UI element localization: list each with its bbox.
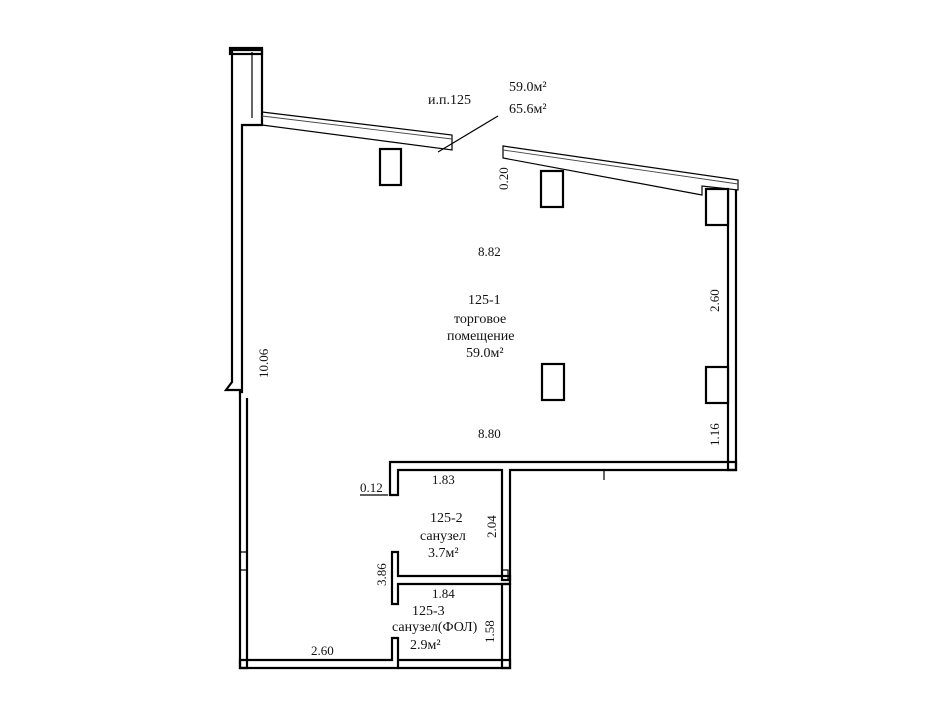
bottom-wall-right <box>398 658 512 670</box>
column <box>378 147 403 187</box>
walls <box>223 46 739 670</box>
dim-wc-depth: 2.04 <box>484 515 499 538</box>
room2-id: 125-2 <box>430 511 463 526</box>
left-wall-thick <box>223 48 264 394</box>
room1-id: 125-1 <box>468 293 501 308</box>
dim-right-upper: 2.60 <box>707 289 722 312</box>
column <box>540 362 566 402</box>
lower-right-jog <box>502 569 509 580</box>
dim-top-width: 8.82 <box>478 244 501 259</box>
room3-area: 2.9м² <box>410 638 441 653</box>
column <box>704 187 730 227</box>
room3-id: 125-3 <box>412 604 445 619</box>
top-right-wall <box>502 145 739 196</box>
left-wall-notch <box>240 551 248 571</box>
top-left-wall-inner <box>261 115 453 140</box>
dim-wc-total: 3.86 <box>374 563 389 586</box>
unit-label: и.п.125 <box>428 93 471 108</box>
middle-wall <box>388 460 738 582</box>
dim-fol-depth: 1.58 <box>482 620 497 643</box>
room1-area: 59.0м² <box>466 346 504 361</box>
dim-bottom-width: 2.60 <box>311 643 334 658</box>
area-main-label: 59.0м² <box>509 80 547 95</box>
dim-mid-width: 8.80 <box>478 426 501 441</box>
dim-stub: 0.12 <box>360 480 383 495</box>
bottom-wall <box>238 636 400 670</box>
lower-right-wall <box>500 582 512 670</box>
dim-left-height: 10.06 <box>256 348 271 378</box>
dim-right-lower: 1.16 <box>707 423 722 446</box>
leader-line <box>437 115 499 153</box>
room1-line1: торговое <box>454 312 506 327</box>
area-total-label: 65.6м² <box>509 102 547 117</box>
top-left-wall <box>261 111 453 151</box>
dim-wc-width: 1.83 <box>432 472 455 487</box>
room3-name: санузел(ФОЛ) <box>392 620 478 635</box>
room2-name: санузел <box>420 529 466 544</box>
right-wall <box>726 190 738 472</box>
dim-wall-offset: 0.20 <box>496 167 511 190</box>
column <box>539 169 565 209</box>
column <box>704 365 730 405</box>
columns <box>378 147 730 405</box>
top-right-wall-inner <box>502 149 739 185</box>
dim-fol-width: 1.84 <box>432 586 455 601</box>
room1-line2: помещение <box>447 329 515 344</box>
left-wall-lower <box>238 392 249 670</box>
room2-area: 3.7м² <box>428 546 459 561</box>
